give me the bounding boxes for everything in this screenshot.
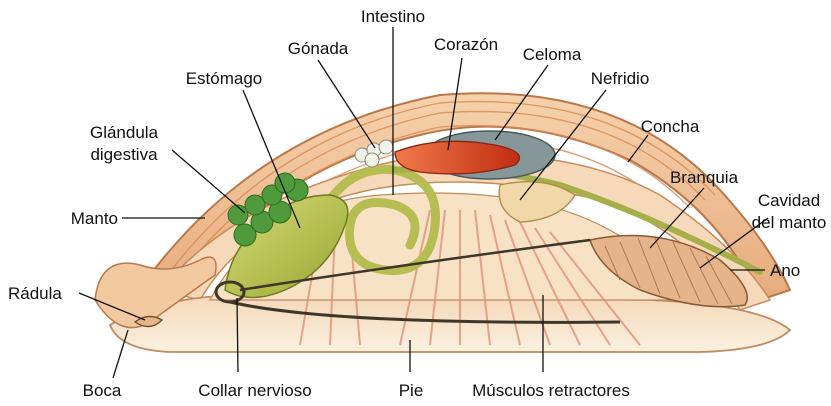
label-manto: Manto xyxy=(71,209,118,228)
label-boca: Boca xyxy=(83,381,122,400)
leader-glandula xyxy=(172,150,245,213)
label-corazon: Corazón xyxy=(434,35,498,54)
label-musculos: Músculos retractores xyxy=(472,381,630,400)
label-cavidad-line1: Cavidad xyxy=(758,191,820,210)
label-glandula-line1: Glándula xyxy=(90,123,159,142)
label-cavidad-line2: del manto xyxy=(752,213,827,232)
label-ano: Ano xyxy=(770,261,800,280)
heart xyxy=(395,141,520,174)
label-estomago: Estómago xyxy=(186,69,263,88)
label-celoma: Celoma xyxy=(523,45,582,64)
label-gonada: Gónada xyxy=(288,39,349,58)
label-nefridio: Nefridio xyxy=(591,69,650,88)
label-pie: Pie xyxy=(399,381,424,400)
label-glandula-line2: digestiva xyxy=(90,145,158,164)
label-branquia: Branquia xyxy=(670,168,739,187)
label-collar: Collar nervioso xyxy=(198,381,311,400)
label-concha: Concha xyxy=(641,117,700,136)
label-radula: Rádula xyxy=(8,284,62,303)
label-intestino: Intestino xyxy=(361,7,425,26)
